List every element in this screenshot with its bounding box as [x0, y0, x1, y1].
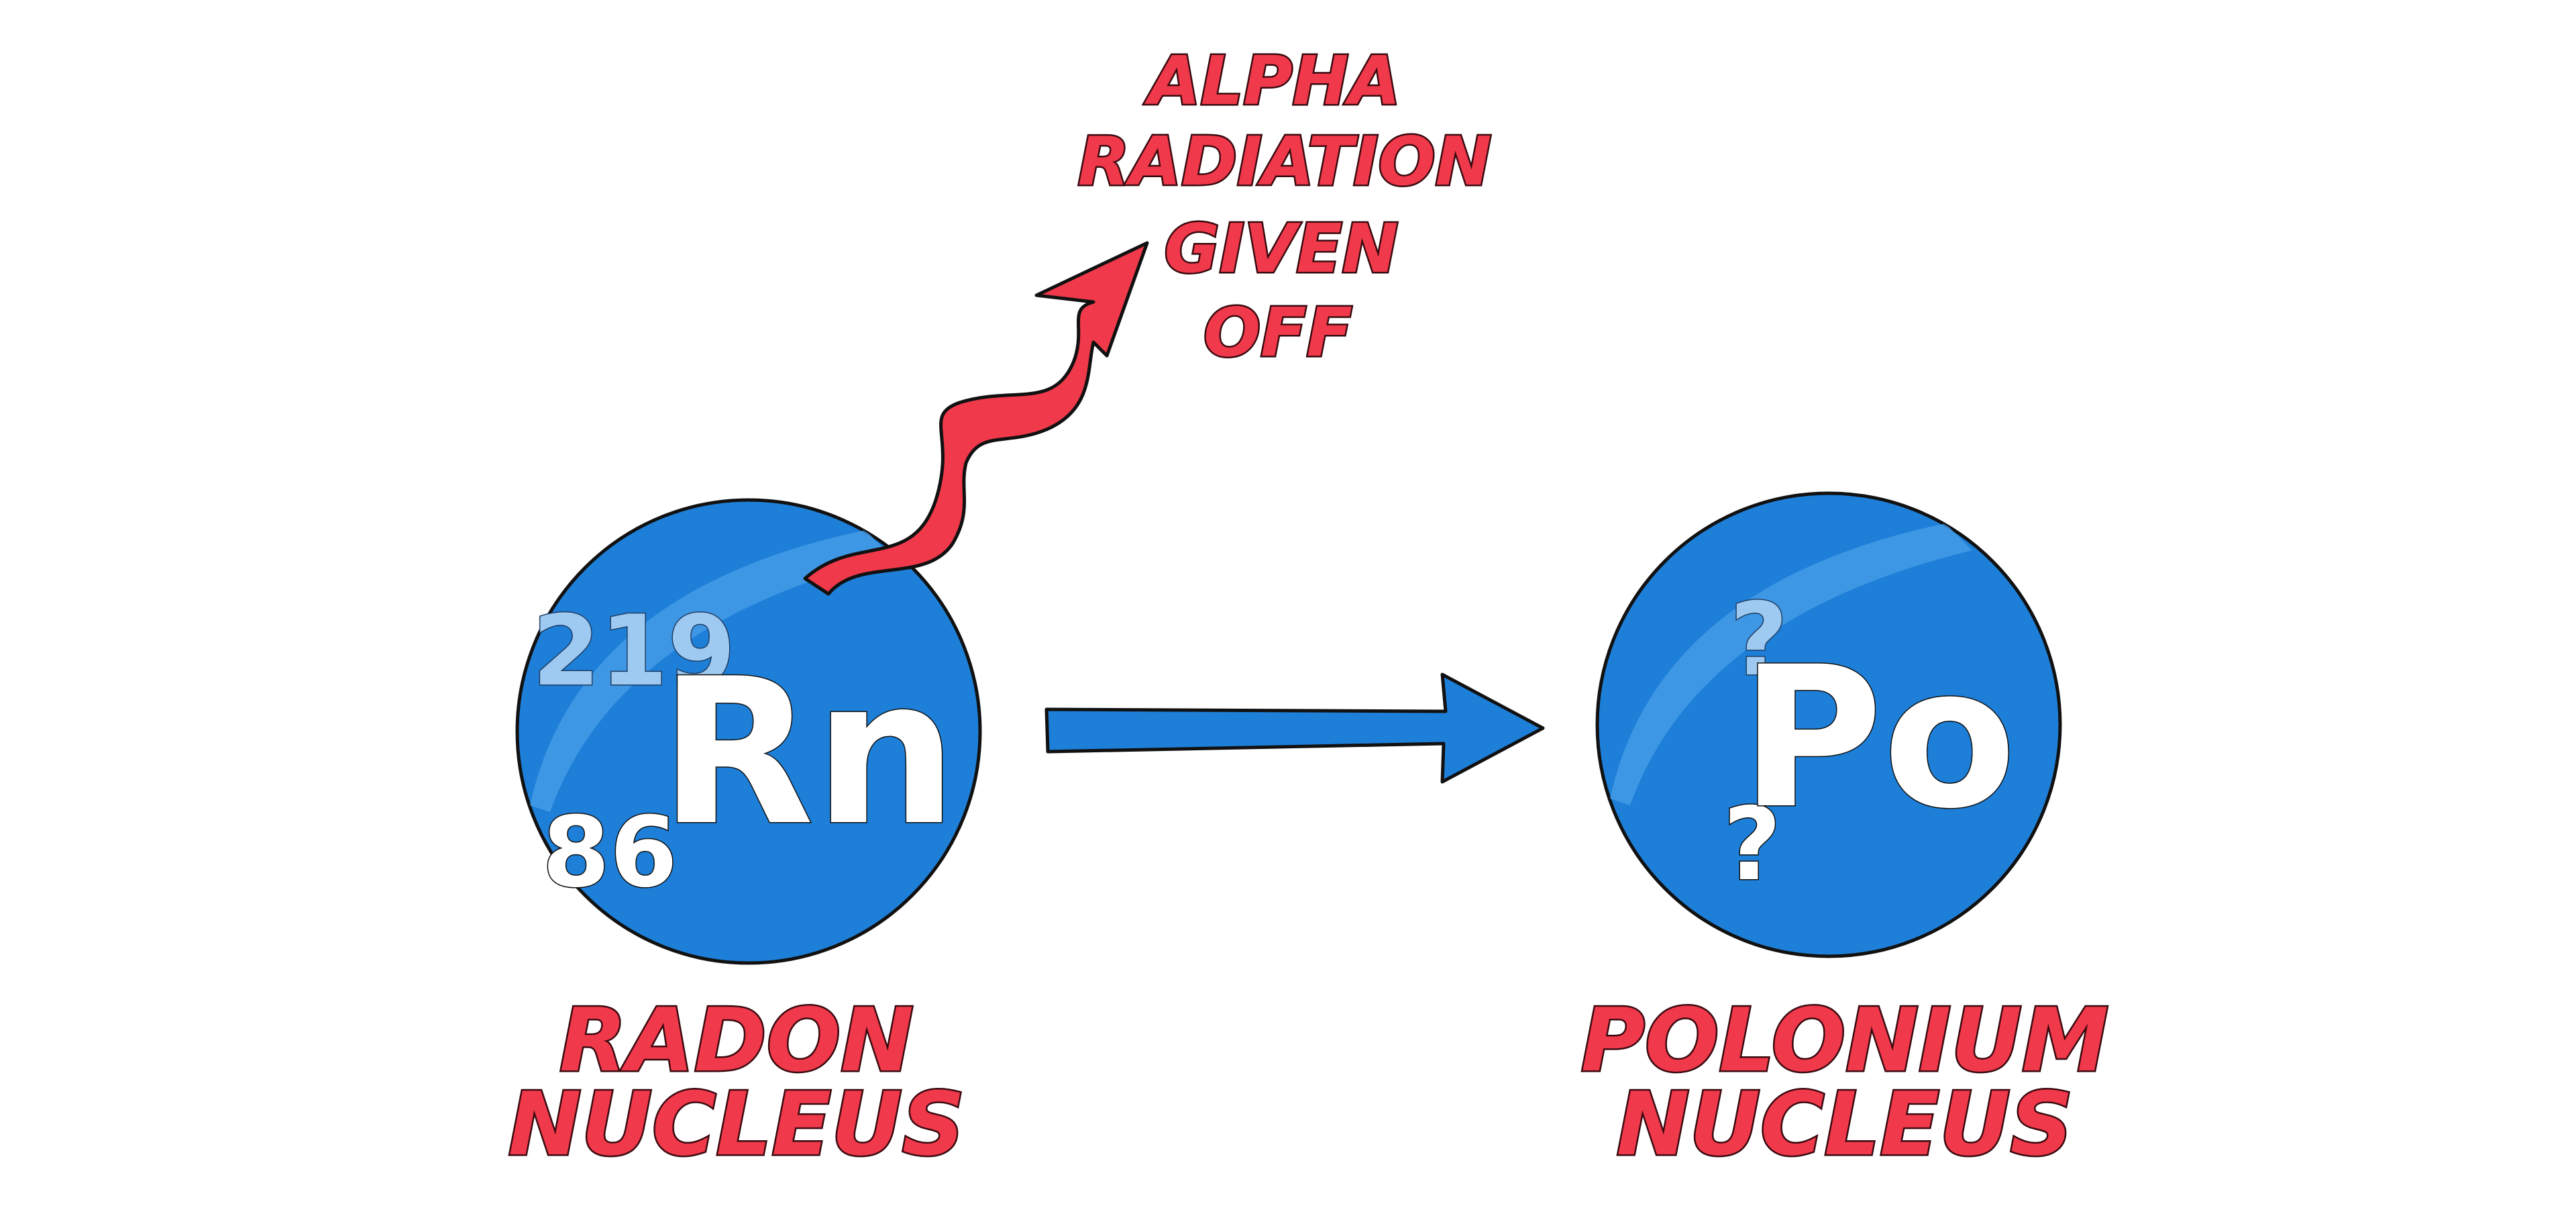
polonium-symbol: Po — [1740, 625, 2017, 852]
polonium-caption-line-1: POLONIUM — [1581, 989, 2109, 1091]
radon-mass-number: 219 — [533, 595, 736, 708]
radon-nucleus: 219 86 Rn — [515, 498, 982, 965]
polonium-nucleus-sphere — [1595, 491, 2062, 958]
alpha-radiation-caption: ALPHA RADIATION GIVEN OFF — [1076, 40, 1493, 374]
polonium-caption: POLONIUM NUCLEUS — [1579, 988, 2110, 1177]
polonium-nucleus-highlight — [1610, 523, 1972, 805]
alpha-caption-line-3: GIVEN — [1165, 209, 1399, 288]
radon-caption: RADON NUCLEUS — [506, 988, 967, 1177]
radon-caption-line-1: RADON — [559, 989, 914, 1091]
alpha-radiation-arrow — [803, 241, 1149, 596]
polonium-caption-line-2: NUCLEUS — [1617, 1073, 2074, 1175]
polonium-mass-number: ? — [1729, 582, 1788, 699]
alpha-caption-line-4: OFF — [1203, 293, 1352, 372]
radon-caption-line-2: NUCLEUS — [508, 1073, 965, 1175]
radon-symbol: Rn — [659, 636, 958, 870]
reaction-arrow — [1044, 672, 1545, 784]
alpha-caption-line-2: RADIATION — [1078, 122, 1492, 201]
alpha-caption-line-1: ALPHA — [1144, 42, 1401, 120]
radon-atomic-number: 86 — [542, 796, 678, 909]
polonium-atomic-number: ? — [1723, 787, 1781, 903]
radon-nucleus-sphere — [515, 498, 982, 965]
polonium-nucleus: ? ? Po — [1595, 491, 2062, 958]
